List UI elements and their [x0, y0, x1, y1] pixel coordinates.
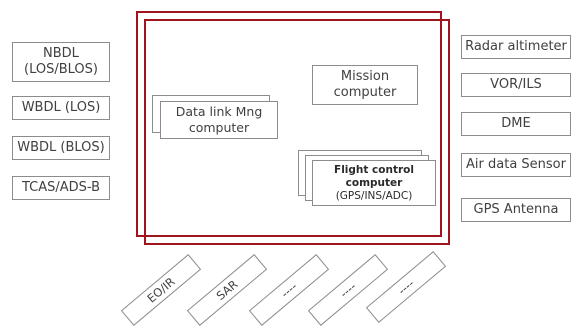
- fcc-title: Flight control computer: [334, 163, 414, 189]
- wbdl-los-box: WBDL (LOS): [12, 96, 110, 120]
- mission-computer-box: Mission computer: [312, 65, 418, 105]
- nbdl-box: NBDL (LOS/BLOS): [12, 42, 110, 82]
- air-data-sensor-box: Air data Sensor: [461, 153, 571, 177]
- gps-antenna-box: GPS Antenna: [461, 198, 571, 222]
- payload-eo-ir: EO/IR: [120, 254, 202, 326]
- vor-ils-box: VOR/ILS: [461, 73, 571, 97]
- avionics-frame-back: [136, 11, 442, 237]
- fcc-subtitle: (GPS/INS/ADC): [335, 189, 413, 202]
- avionics-frame-front: [144, 19, 450, 245]
- flight-control-computer-box: Flight control computer (GPS/INS/ADC): [312, 160, 436, 206]
- dme-box: DME: [461, 112, 571, 136]
- tcas-adsb-box: TCAS/ADS-B: [12, 176, 110, 200]
- datalink-manager-box: Data link Mng computer: [160, 101, 278, 139]
- radar-altimeter-box: Radar altimeter: [461, 35, 571, 59]
- wbdl-blos-box: WBDL (BLOS): [12, 136, 110, 160]
